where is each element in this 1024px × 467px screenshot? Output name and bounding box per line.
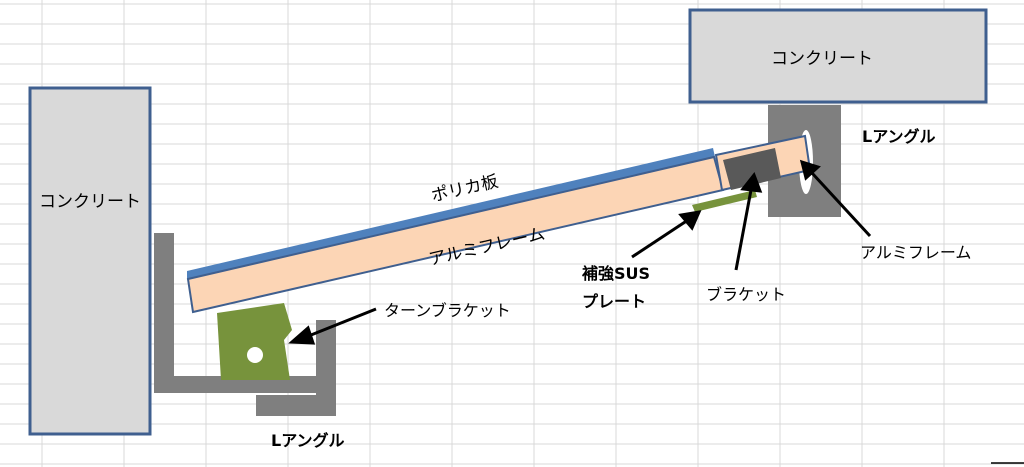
l-angle-bottom <box>154 233 316 393</box>
turn-bracket-hole <box>247 347 263 363</box>
turn-bracket-label: ターンブラケット <box>384 301 511 320</box>
bracket <box>723 148 781 190</box>
alu-frame-right-label: アルミフレーム <box>860 243 971 262</box>
bracket-label: ブラケット <box>706 285 786 304</box>
concrete-left-label: コンクリート <box>39 192 141 212</box>
l-angle-bottom-label: Lアングル <box>271 431 345 450</box>
l-angle-bottom-second <box>256 320 336 416</box>
l-angle-right-label: Lアングル <box>862 127 936 146</box>
sus-plate-label-line2: プレート <box>582 292 646 311</box>
concrete-left-block <box>28 86 152 436</box>
sus-plate <box>692 190 757 212</box>
arrow-icon <box>799 159 872 238</box>
concrete-right-label: コンクリート <box>771 49 873 69</box>
sus-plate-label-line1: 補強SUS <box>581 264 650 283</box>
turn-bracket <box>217 303 292 380</box>
arrow-icon <box>631 210 702 259</box>
polycarbonate-plate <box>187 148 715 280</box>
concrete-right-block <box>688 8 988 104</box>
arrow-icon <box>734 171 763 271</box>
arrow-icon <box>288 307 377 345</box>
